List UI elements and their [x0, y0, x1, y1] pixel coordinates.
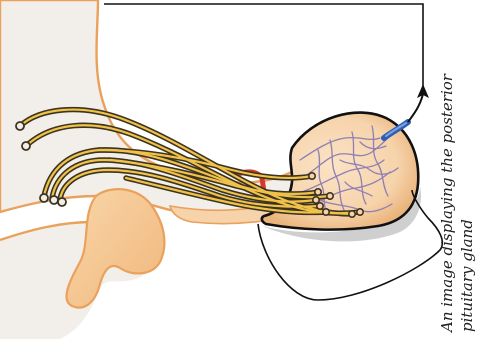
figure-caption: An image displaying the posterior pituit… [437, 12, 485, 332]
release-arrow-line [408, 94, 423, 122]
leader-line-top [104, 4, 423, 88]
